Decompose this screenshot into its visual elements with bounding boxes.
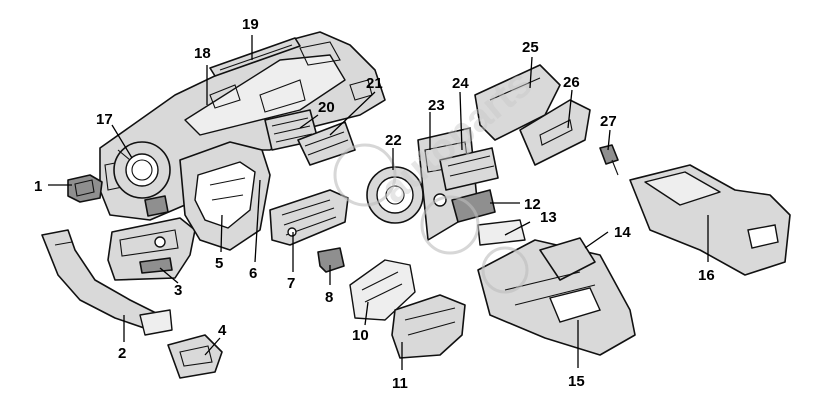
part-switch-panel bbox=[269, 189, 349, 246]
callout-20: 20 bbox=[318, 99, 335, 116]
part-round-gauge bbox=[366, 166, 424, 224]
callout-18: 18 bbox=[194, 45, 211, 62]
part-meter-hood bbox=[391, 294, 466, 359]
callout-2: 2 bbox=[118, 345, 126, 362]
part-console bbox=[477, 219, 636, 356]
callout-25: 25 bbox=[522, 39, 539, 56]
callout-19: 19 bbox=[242, 16, 259, 33]
part-center-stack bbox=[417, 127, 499, 241]
part-switch-block bbox=[67, 174, 103, 203]
part-defroster-strip bbox=[209, 37, 301, 77]
callout-17: 17 bbox=[96, 111, 113, 128]
part-key-cylinder bbox=[599, 144, 619, 176]
part-cluster-bezel bbox=[179, 141, 271, 251]
part-clip bbox=[317, 247, 345, 273]
callout-8: 8 bbox=[325, 289, 333, 306]
callout-4: 4 bbox=[218, 322, 227, 339]
callout-16: 16 bbox=[698, 267, 715, 284]
callout-7: 7 bbox=[287, 275, 295, 292]
callout-13: 13 bbox=[540, 209, 557, 226]
callout-14: 14 bbox=[614, 224, 631, 241]
callout-labels: 1 2 3 4 5 6 7 8 10 11 12 13 14 15 16 17 … bbox=[34, 16, 715, 392]
part-glove-box-door bbox=[519, 99, 591, 166]
part-center-vent bbox=[264, 109, 356, 166]
callout-22: 22 bbox=[385, 132, 402, 149]
callout-21: 21 bbox=[366, 75, 383, 92]
callout-12: 12 bbox=[524, 196, 541, 213]
part-meter-lens bbox=[349, 259, 416, 321]
callout-23: 23 bbox=[428, 97, 445, 114]
leader-lines bbox=[48, 35, 709, 370]
callout-15: 15 bbox=[568, 373, 585, 390]
part-gauge-housing bbox=[113, 141, 171, 199]
part-rear-console bbox=[629, 164, 791, 276]
part-bracket-small bbox=[167, 334, 223, 379]
part-lower-panel bbox=[107, 217, 196, 281]
callout-26: 26 bbox=[563, 74, 580, 91]
callout-24: 24 bbox=[452, 75, 469, 92]
callout-6: 6 bbox=[249, 265, 257, 282]
callout-11: 11 bbox=[392, 375, 408, 392]
part-air-duct bbox=[41, 229, 173, 336]
callout-3: 3 bbox=[174, 282, 182, 299]
callout-5: 5 bbox=[215, 255, 223, 272]
callout-10: 10 bbox=[352, 327, 369, 344]
callout-1: 1 bbox=[34, 178, 42, 195]
callout-27: 27 bbox=[600, 113, 617, 130]
